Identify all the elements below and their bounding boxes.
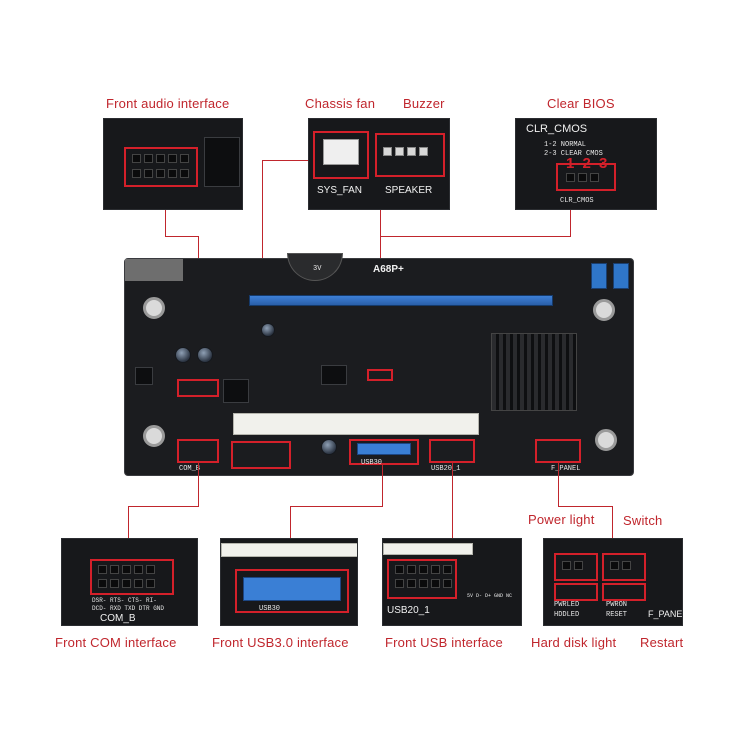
silk-com-bottom: DCD- RXD TXD DTR GND [92, 605, 165, 612]
label-clear-bios: Clear BIOS [547, 96, 615, 111]
board-highlight-fpanel [535, 439, 581, 463]
pci-slot [233, 413, 479, 435]
highlight-front-audio [124, 147, 198, 187]
silk-clr-clear: 2-3 CLEAR CMOS [544, 150, 603, 158]
silk-speaker: SPEAKER [385, 185, 433, 196]
mount-hole-3 [143, 425, 165, 447]
panel-clr-cmos: CLR_CMOS 1-2 NORMAL 2-3 CLEAR CMOS 1 2 3… [515, 118, 657, 210]
silk-fpanel-panel: F_PANEL [648, 609, 683, 619]
silk-hddled: HDDLED [554, 611, 580, 619]
board-highlight-audio [177, 379, 219, 397]
highlight-pwron [602, 553, 646, 581]
highlight-sys-fan [313, 131, 369, 179]
label-switch: Switch [623, 513, 663, 528]
highlight-speaker [375, 133, 445, 177]
silk-usb20-board: USB20_1 [431, 465, 461, 473]
silk-com-top: DSR- RTS- CTS- RI- [92, 597, 157, 604]
panel-front-usb: USB20_1 5V D- D+ GND NC [382, 538, 522, 626]
board-usb30-header [357, 443, 411, 455]
silk-com-b-panel: COM_B [100, 613, 136, 624]
silk-sys-fan: SYS_FAN [317, 185, 363, 196]
board-highlight-fan-spk [231, 441, 291, 469]
board-highlight-com [177, 439, 219, 463]
capacitor [197, 347, 213, 363]
sata-port-1 [591, 263, 607, 289]
silk-fpanel-board: F_PANEL [551, 465, 581, 473]
silk-usb-pins: 5V D- D+ GND NC [467, 593, 513, 599]
highlight-com [90, 559, 174, 595]
bios-chip [321, 365, 347, 385]
label-hdd-light: Hard disk light [531, 635, 617, 650]
sata-port-2 [613, 263, 629, 289]
silk-com-b: COM_B [179, 465, 201, 473]
silk-pwrled: PWRLED [554, 601, 580, 609]
highlight-clr-cmos [556, 163, 616, 191]
capacitor [175, 347, 191, 363]
silk-clr-normal: 1-2 NORMAL [544, 141, 587, 149]
clr-cmos-numbers: 1 2 3 [566, 155, 610, 172]
label-front-audio: Front audio interface [106, 96, 230, 111]
label-front-com: Front COM interface [55, 635, 177, 650]
silk-usb30-panel: USB30 [259, 605, 281, 613]
pci-slot-edge-2 [383, 543, 473, 555]
board-highlight-clr [367, 369, 393, 381]
highlight-usb2 [387, 559, 457, 599]
battery-label: 3V [313, 265, 322, 273]
fan-connector [323, 139, 359, 165]
label-front-usb: Front USB interface [385, 635, 503, 650]
board-model: A68P+ [373, 264, 404, 275]
pci-slot-edge [221, 543, 357, 557]
io-chip [223, 379, 249, 403]
io-shield [125, 259, 183, 281]
highlight-hddled [554, 583, 598, 601]
panel-front-com: DSR- RTS- CTS- RI- DCD- RXD TXD DTR GND … [61, 538, 198, 626]
label-restart: Restart [640, 635, 684, 650]
silk-pwron: PWRON [606, 601, 628, 609]
highlight-reset [602, 583, 646, 601]
chipset-heatsink [491, 333, 577, 411]
silk-usb20-panel: USB20_1 [387, 605, 430, 616]
label-chassis-fan: Chassis fan [305, 96, 376, 111]
capacitor [261, 323, 275, 337]
silk-clr-cmos: CLR_CMOS [526, 123, 588, 135]
panel-f-panel: PWRLED HDDLED PWRON RESET F_PANEL [543, 538, 683, 626]
panel-fan-buzzer: SYS_FAN SPEAKER [308, 118, 450, 210]
silk-reset: RESET [606, 611, 628, 619]
board-highlight-usb30 [349, 439, 419, 465]
audio-chip [204, 137, 240, 187]
label-buzzer: Buzzer [403, 96, 445, 111]
panel-front-audio [103, 118, 243, 210]
silk-clr-cmos-bottom: CLR_CMOS [560, 197, 594, 205]
highlight-usb3 [235, 569, 349, 613]
usb3-header [243, 577, 341, 601]
pcie-x16-slot [249, 295, 553, 306]
mount-hole-2 [593, 299, 615, 321]
mount-hole-4 [595, 429, 617, 451]
board-highlight-usb20 [429, 439, 475, 463]
panel-front-usb3: USB30 [220, 538, 358, 626]
label-power-light: Power light [528, 512, 595, 527]
small-chip [135, 367, 153, 385]
motherboard: 3V A68P+ COM_B USB30 USB20_1 F_PANEL [124, 253, 634, 476]
mount-hole-1 [143, 297, 165, 319]
highlight-pwrled [554, 553, 598, 581]
label-front-usb3: Front USB3.0 interface [212, 635, 349, 650]
silk-usb30-board: USB30 [361, 459, 383, 467]
capacitor [321, 439, 337, 455]
